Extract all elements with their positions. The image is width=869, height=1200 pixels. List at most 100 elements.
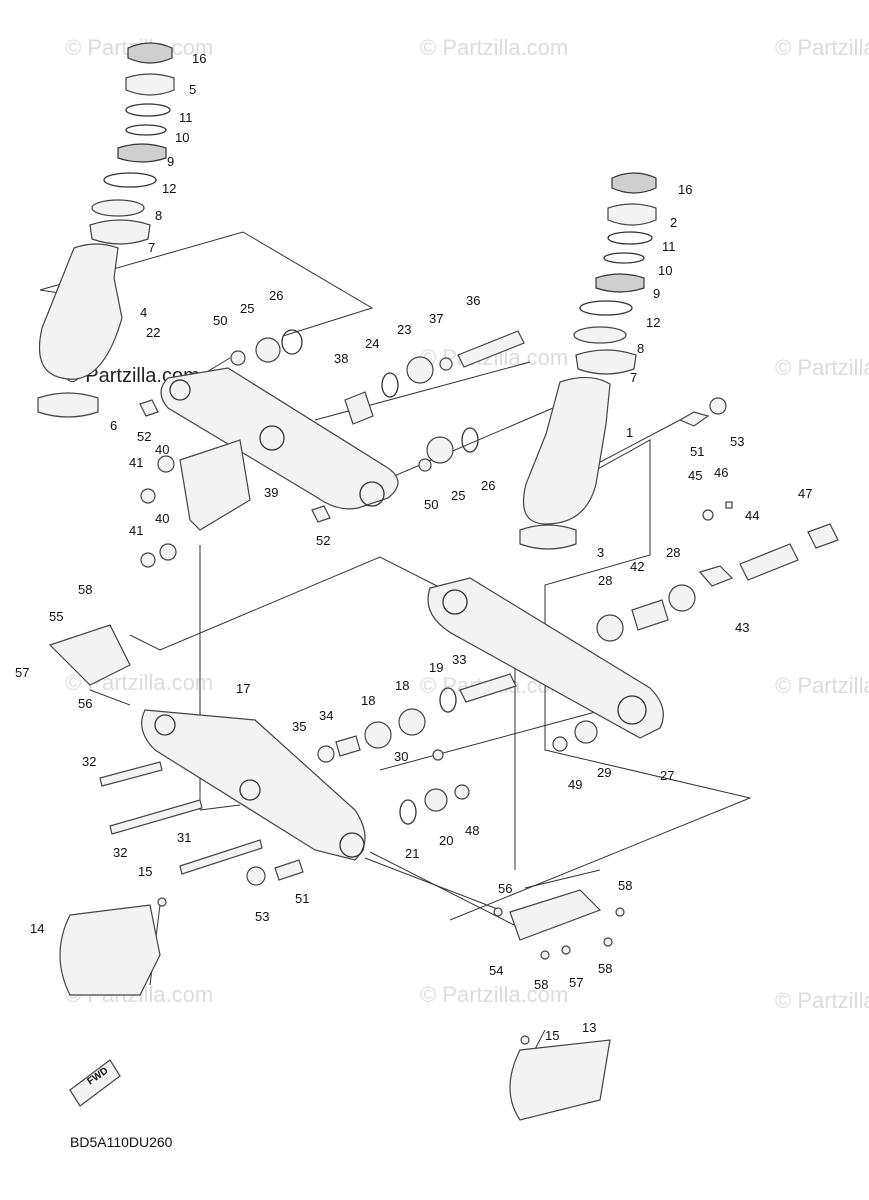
callout-label[interactable]: 51 xyxy=(690,444,704,459)
callout-label[interactable]: 3 xyxy=(597,545,604,560)
callout-label[interactable]: 15 xyxy=(138,864,152,879)
spacer-part xyxy=(344,391,374,425)
callout-label[interactable]: 12 xyxy=(162,181,176,196)
bearing-part xyxy=(426,436,454,464)
bottom-parts xyxy=(59,889,625,1121)
callout-label[interactable]: 55 xyxy=(49,609,63,624)
callout-label[interactable]: 40 xyxy=(155,442,169,457)
washer-part xyxy=(573,326,627,344)
callout-label[interactable]: 47 xyxy=(798,486,812,501)
callout-label[interactable]: 28 xyxy=(598,573,612,588)
right-steering-stack xyxy=(519,172,657,550)
ring-part xyxy=(125,103,171,117)
callout-label[interactable]: 18 xyxy=(361,693,375,708)
callout-label[interactable]: 31 xyxy=(177,830,191,845)
callout-label[interactable]: 25 xyxy=(240,301,254,316)
callout-label[interactable]: 2 xyxy=(670,215,677,230)
washer-part xyxy=(91,199,145,217)
callout-label[interactable]: 10 xyxy=(658,263,672,278)
bearing-part xyxy=(125,73,175,96)
callout-label[interactable]: 5 xyxy=(189,82,196,97)
callout-label[interactable]: 17 xyxy=(236,681,250,696)
callout-label[interactable]: 44 xyxy=(745,508,759,523)
callout-label[interactable]: 37 xyxy=(429,311,443,326)
callout-label[interactable]: 52 xyxy=(137,429,151,444)
callout-label[interactable]: 12 xyxy=(646,315,660,330)
callout-label[interactable]: 53 xyxy=(255,909,269,924)
callout-label[interactable]: 1 xyxy=(626,425,633,440)
callout-label[interactable]: 29 xyxy=(597,765,611,780)
callout-label[interactable]: 9 xyxy=(167,154,174,169)
callout-label[interactable]: 27 xyxy=(660,768,674,783)
callout-label[interactable]: 42 xyxy=(630,559,644,574)
callout-label[interactable]: 16 xyxy=(678,182,692,197)
callout-label[interactable]: 36 xyxy=(466,293,480,308)
bolt-part xyxy=(274,859,304,881)
callout-label[interactable]: 26 xyxy=(269,288,283,303)
bearing-part xyxy=(89,219,151,245)
callout-label[interactable]: 14 xyxy=(30,921,44,936)
callout-label[interactable]: 26 xyxy=(481,478,495,493)
cover-part xyxy=(509,1039,611,1121)
callout-label[interactable]: 46 xyxy=(714,465,728,480)
callout-label[interactable]: 41 xyxy=(129,523,143,538)
callout-label[interactable]: 8 xyxy=(637,341,644,356)
callout-label[interactable]: 43 xyxy=(735,620,749,635)
callout-label[interactable]: 21 xyxy=(405,846,419,861)
callout-label[interactable]: 23 xyxy=(397,322,411,337)
callout-label[interactable]: 13 xyxy=(582,1020,596,1035)
callout-label[interactable]: 50 xyxy=(424,497,438,512)
callout-label[interactable]: 35 xyxy=(292,719,306,734)
callout-label[interactable]: 48 xyxy=(465,823,479,838)
callout-label[interactable]: 57 xyxy=(569,975,583,990)
callout-label[interactable]: 7 xyxy=(148,240,155,255)
callout-label[interactable]: 11 xyxy=(662,239,676,254)
callout-label[interactable]: 58 xyxy=(618,878,632,893)
callout-label[interactable]: 33 xyxy=(452,652,466,667)
callout-label[interactable]: 51 xyxy=(295,891,309,906)
callout-label[interactable]: 18 xyxy=(395,678,409,693)
cover-part xyxy=(59,904,161,996)
callout-label[interactable]: 22 xyxy=(146,325,160,340)
callout-label[interactable]: 16 xyxy=(192,51,206,66)
callout-label[interactable]: 40 xyxy=(155,511,169,526)
callout-label[interactable]: 6 xyxy=(110,418,117,433)
callout-label[interactable]: 28 xyxy=(666,545,680,560)
callout-label[interactable]: 57 xyxy=(15,665,29,680)
callout-labels: 16 5 11 10 9 12 8 7 4 6 16 2 11 10 9 12 … xyxy=(15,51,812,1043)
callout-label[interactable]: 39 xyxy=(264,485,278,500)
callout-label[interactable]: 56 xyxy=(498,881,512,896)
callout-label[interactable]: 4 xyxy=(140,305,147,320)
callout-label[interactable]: 25 xyxy=(451,488,465,503)
callout-label[interactable]: 7 xyxy=(630,370,637,385)
callout-label[interactable]: 34 xyxy=(319,708,333,723)
diagram-code: BD5A110DU260 xyxy=(70,1134,173,1150)
seal-part xyxy=(37,392,99,418)
callout-label[interactable]: 38 xyxy=(334,351,348,366)
callout-label[interactable]: 19 xyxy=(429,660,443,675)
callout-label[interactable]: 30 xyxy=(394,749,408,764)
callout-label[interactable]: 11 xyxy=(179,110,193,125)
callout-label[interactable]: 24 xyxy=(365,336,379,351)
callout-label[interactable]: 8 xyxy=(155,208,162,223)
callout-label[interactable]: 41 xyxy=(129,455,143,470)
callout-label[interactable]: 53 xyxy=(730,434,744,449)
lower-arm-part xyxy=(141,709,366,861)
callout-label[interactable]: 32 xyxy=(113,845,127,860)
callout-label[interactable]: 56 xyxy=(78,696,92,711)
shaft-part xyxy=(459,673,517,703)
plate-part xyxy=(698,565,734,587)
callout-label[interactable]: 52 xyxy=(316,533,330,548)
callout-label[interactable]: 45 xyxy=(688,468,702,483)
callout-label[interactable]: 58 xyxy=(78,582,92,597)
callout-label[interactable]: 10 xyxy=(175,130,189,145)
callout-label[interactable]: 9 xyxy=(653,286,660,301)
callout-label[interactable]: 32 xyxy=(82,754,96,769)
callout-label[interactable]: 58 xyxy=(534,977,548,992)
callout-label[interactable]: 58 xyxy=(598,961,612,976)
callout-label[interactable]: 20 xyxy=(439,833,453,848)
callout-label[interactable]: 54 xyxy=(489,963,503,978)
callout-label[interactable]: 50 xyxy=(213,313,227,328)
callout-label[interactable]: 49 xyxy=(568,777,582,792)
callout-label[interactable]: 15 xyxy=(545,1028,559,1043)
